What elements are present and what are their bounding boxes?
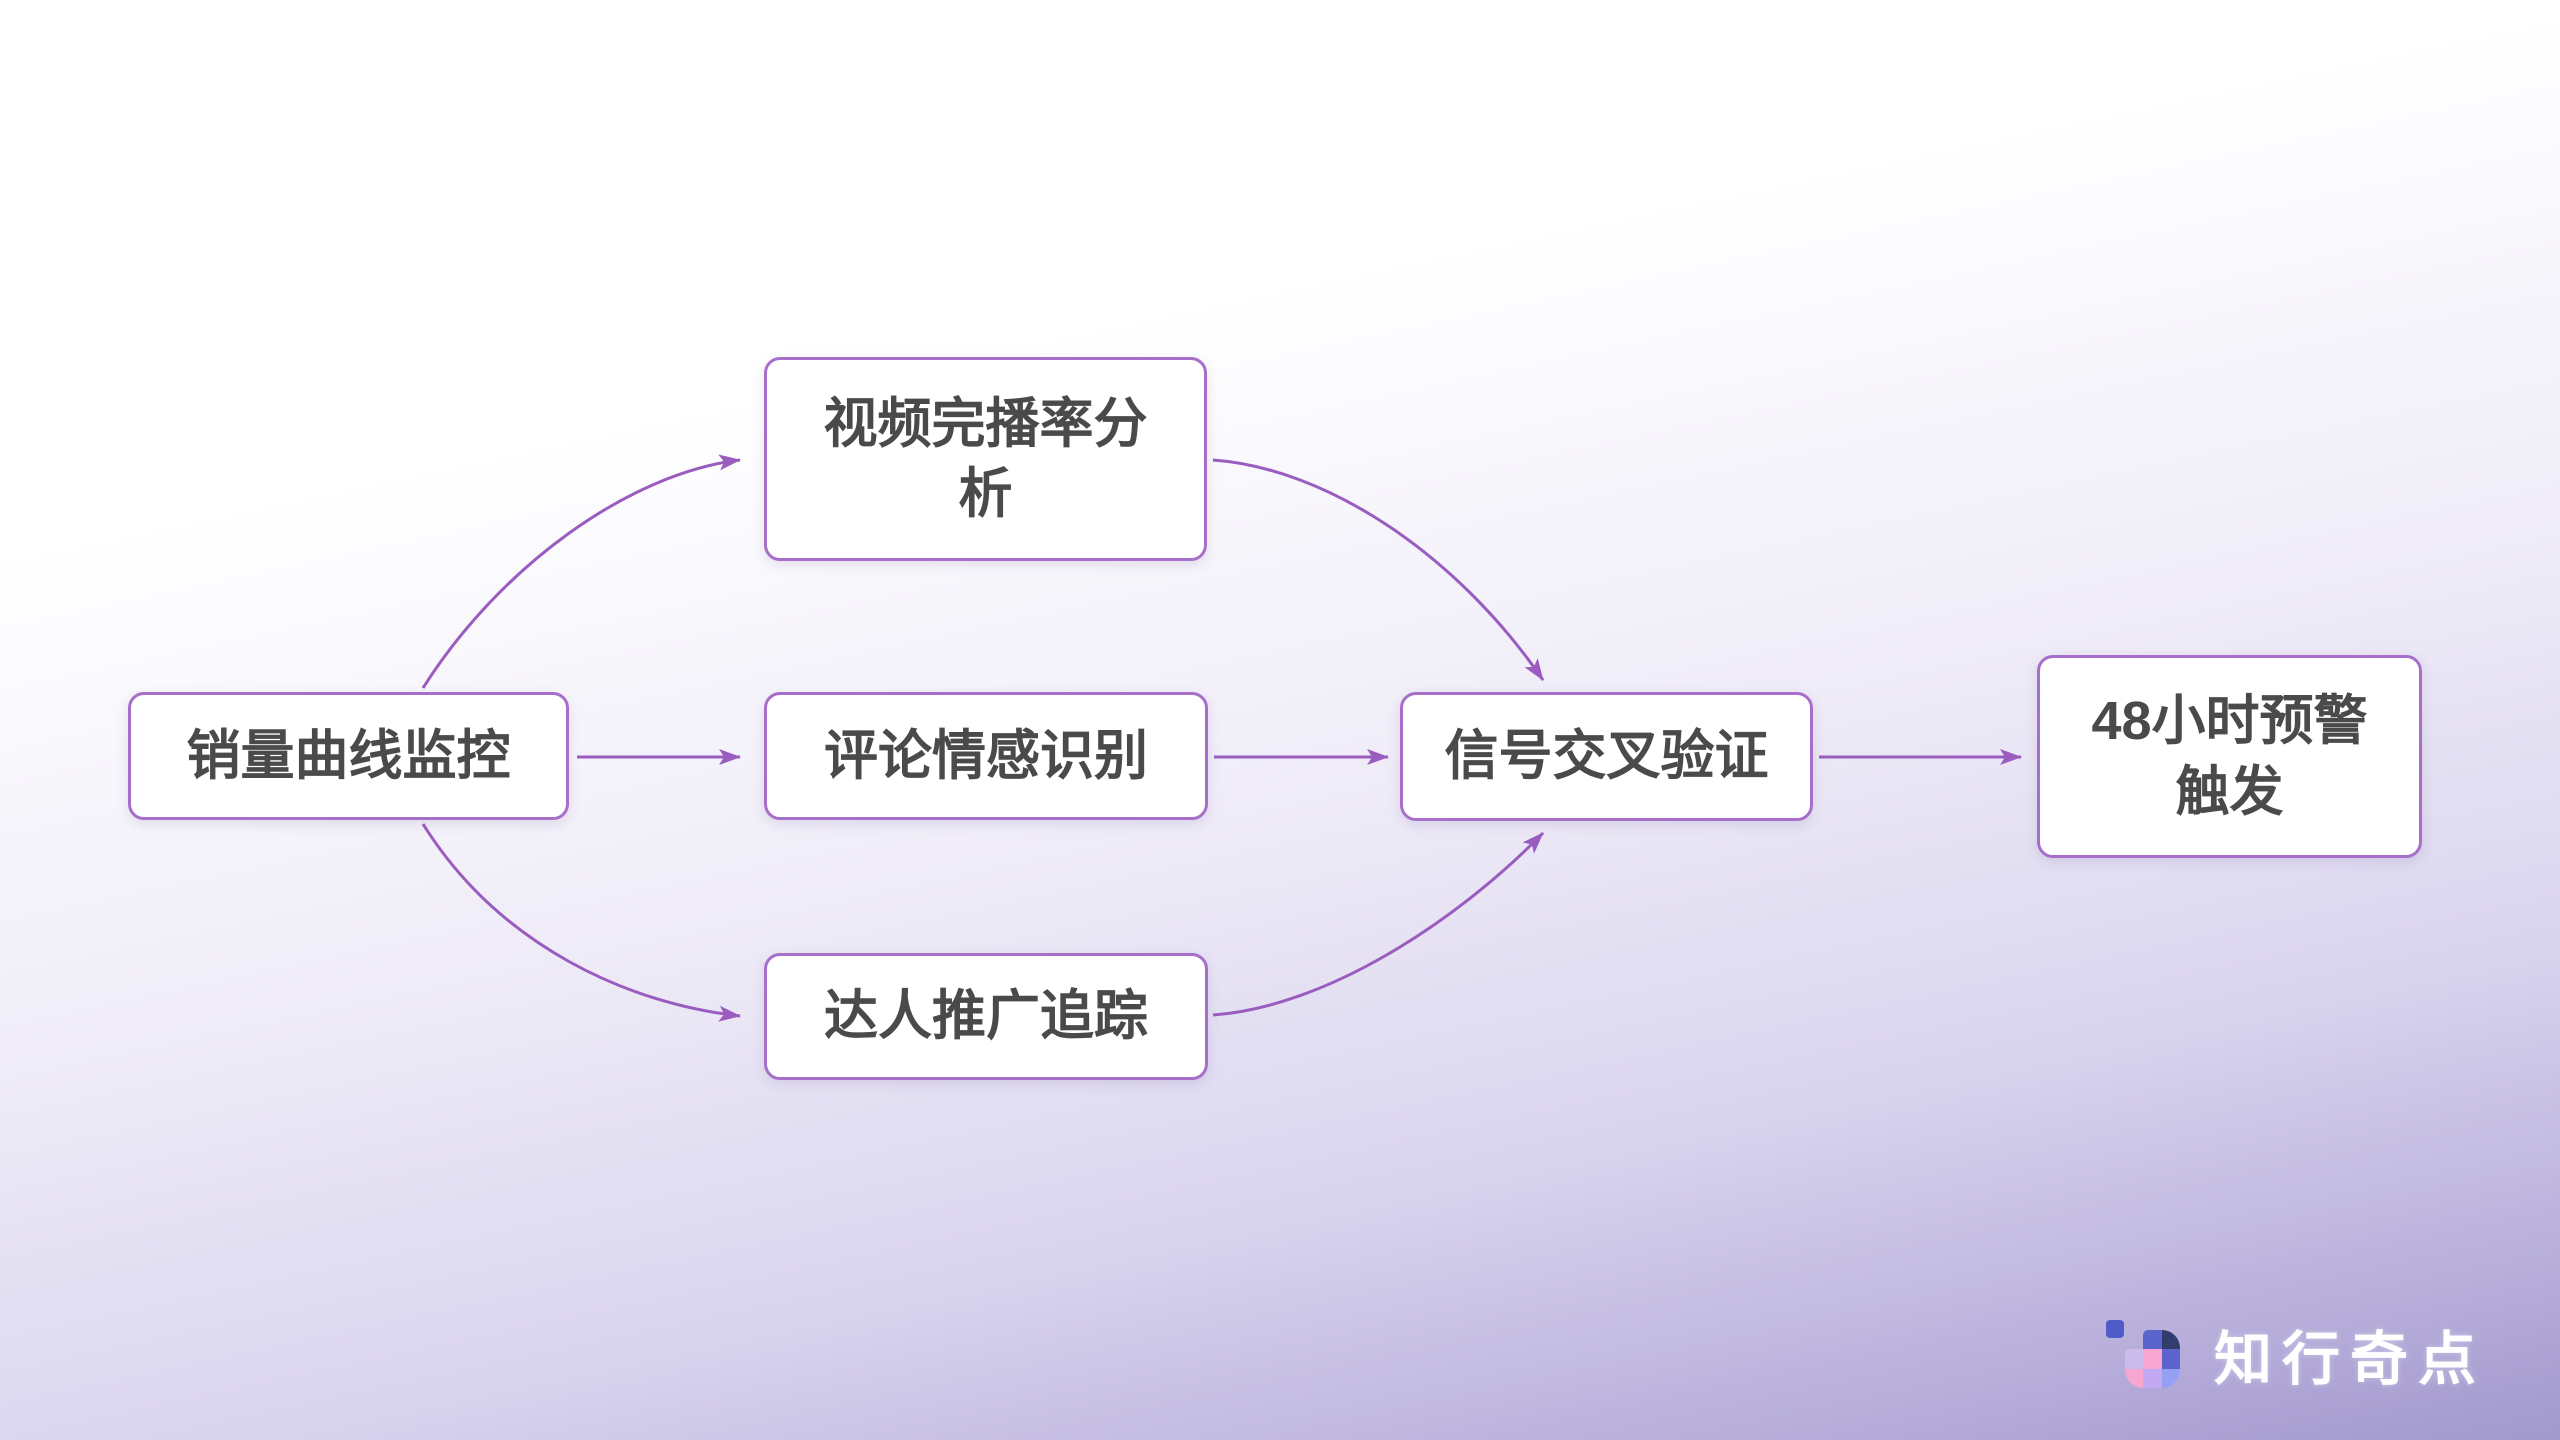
- edge-influencer-to-signal: [1212, 831, 1545, 1017]
- node-label: 视频完播率分析: [823, 393, 1148, 524]
- brand-logo-text: 知行奇点: [2214, 1327, 2487, 1392]
- node-label: 销量曲线监控: [186, 725, 511, 786]
- node-video-completion: 视频完播率分析: [764, 357, 1207, 561]
- node-signal-validation: 信号交叉验证: [1400, 692, 1813, 821]
- node-sales-monitoring: 销量曲线监控: [128, 692, 569, 820]
- node-alert-trigger: 48小时预警触发: [2037, 655, 2422, 858]
- node-label: 信号交叉验证: [1444, 726, 1769, 787]
- node-influencer-tracking: 达人推广追踪: [764, 953, 1208, 1080]
- node-label: 达人推广追踪: [824, 986, 1148, 1047]
- node-label: 48小时预警触发: [2091, 691, 2368, 822]
- brand-logo: 知行奇点: [2106, 1312, 2486, 1396]
- node-label: 评论情感识别: [824, 725, 1148, 786]
- logo-detached-square: [2106, 1320, 2124, 1338]
- node-comment-sentiment: 评论情感识别: [764, 692, 1208, 820]
- logo-grid: [2125, 1330, 2180, 1388]
- edge-sales-to-video: [421, 454, 741, 689]
- edge-sales-to-influencer: [421, 823, 741, 1022]
- grid-logo-icon: [2106, 1317, 2180, 1391]
- edge-video-to-signal: [1212, 458, 1545, 681]
